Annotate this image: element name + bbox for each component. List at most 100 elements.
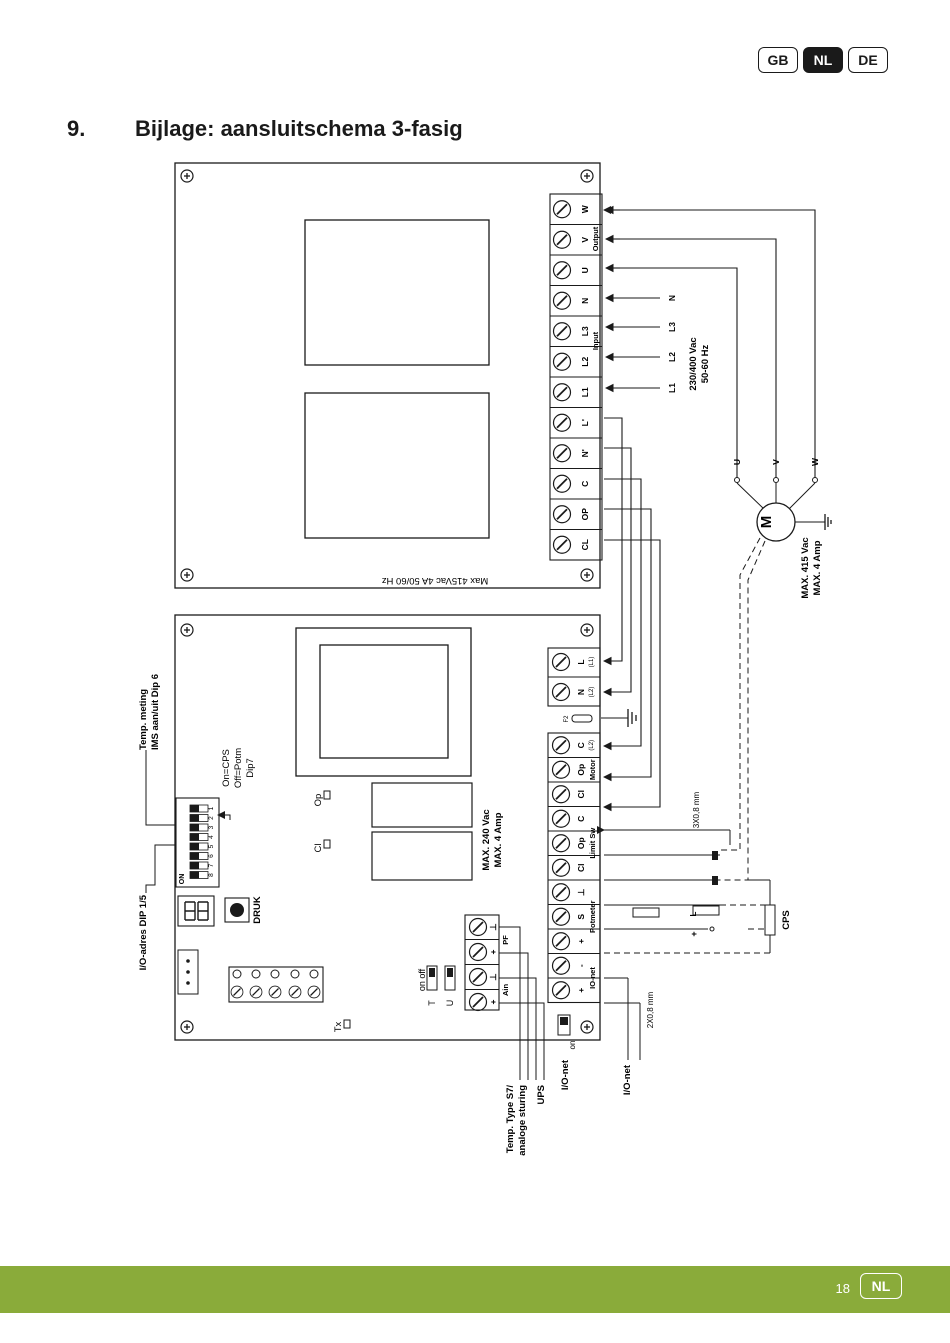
jumper-u: U xyxy=(445,1000,455,1007)
upper-terminal-label-2: U xyxy=(580,267,590,273)
upper-terminal-label-9: C xyxy=(580,481,590,487)
temp-note-2: IMS aan/uit Dip 6 xyxy=(150,674,161,750)
limit-terminal-2 xyxy=(551,858,571,878)
power-terminal-label-1: N xyxy=(576,689,586,695)
upper-terminal-0 xyxy=(552,199,572,219)
pot-terminal-label-2: + xyxy=(576,939,586,944)
limit-group-label: Limit Sw xyxy=(588,828,597,859)
ionet-terminal-label-0: - xyxy=(576,964,586,967)
led-cl-label: Cl xyxy=(313,844,324,853)
motor-group-label: Motor xyxy=(588,759,597,780)
cable-3x-label: 3X0,8 mm xyxy=(692,791,701,828)
led-tx-label: Tx xyxy=(333,1021,344,1032)
led-op-label: Op xyxy=(313,794,324,807)
ain-1-terminal xyxy=(468,992,488,1012)
ionet-group-label: IO-net xyxy=(588,967,597,989)
motor-terminal-2 xyxy=(551,784,571,804)
pot-l-label: L xyxy=(689,911,698,916)
pf-1-terminal xyxy=(468,942,488,962)
dip-number-1: 1 xyxy=(208,806,215,810)
upper-terminal-label-7: L' xyxy=(580,419,590,426)
pf-group-label: PF xyxy=(501,935,510,945)
pot-terminal-1 xyxy=(551,907,571,927)
mains-line-1: L3 xyxy=(667,322,677,332)
cps-component xyxy=(764,904,776,936)
ain-0-terminal-label: ⊥ xyxy=(488,973,498,981)
lang-nl-button[interactable]: NL xyxy=(803,47,843,73)
upper-terminal-6 xyxy=(552,382,572,402)
led-cl-icon xyxy=(323,839,331,849)
pot-terminal-2 xyxy=(551,931,571,951)
motor-terminal-sub-0: (L2) xyxy=(589,740,595,751)
cps-label: CPS xyxy=(781,910,792,930)
motor-terminal-0 xyxy=(551,735,571,755)
ionet-side-label: I/O-net xyxy=(560,1059,571,1090)
power-terminal-sub-0: (L1) xyxy=(589,657,595,668)
upper-terminal-label-8: N' xyxy=(580,449,590,457)
external-wiring: L + CPS I/O-net 2X0,8 mm Temp. Type S7/ … xyxy=(499,826,792,1156)
upper-terminal-label-1: V xyxy=(580,237,590,243)
ain-group-label: Ain xyxy=(501,984,510,997)
pf-1-terminal-label: + xyxy=(488,949,498,954)
temp-type-1: Temp. Type S7/ xyxy=(505,1085,516,1154)
pot-terminal-0 xyxy=(551,882,571,902)
upper-terminal-10 xyxy=(552,504,572,524)
motor-terminal-label-2: Cl xyxy=(576,790,586,799)
ionet-terminal-label-1: + xyxy=(576,988,586,993)
footer-bar: 18 NL xyxy=(0,1266,950,1313)
motor-rating-2: MAX. 4 Amp xyxy=(812,540,823,595)
power-terminal-0 xyxy=(551,652,571,672)
relay-op xyxy=(371,782,473,828)
lower-transformer-inner xyxy=(319,644,449,759)
dip-on-label: ON xyxy=(179,874,186,885)
limit-terminal-label-1: Op xyxy=(576,837,586,849)
upper-terminal-4 xyxy=(552,321,572,341)
upper-terminal-label-6: L1 xyxy=(580,387,590,397)
motor-phase-w: W xyxy=(810,457,820,466)
upper-board-rating: Max 415Vac 4A 50/60 Hz xyxy=(382,575,489,586)
ionet-terminal-0 xyxy=(551,956,571,976)
dip-number-3: 3 xyxy=(208,825,215,829)
motor-terminal-1 xyxy=(551,760,571,780)
upper-terminal-label-3: N xyxy=(580,298,590,304)
lang-gb-button[interactable]: GB xyxy=(758,47,798,73)
limit-terminal-label-2: Cl xyxy=(576,864,586,873)
dip-number-5: 5 xyxy=(208,844,215,848)
upper-terminal-8 xyxy=(552,443,572,463)
limit-terminal-label-0: C xyxy=(576,816,586,822)
fuse-label: F2 xyxy=(564,715,570,723)
push-button[interactable] xyxy=(224,897,250,923)
jumper-block: on off T U xyxy=(417,965,456,1007)
led-op-icon xyxy=(323,790,331,800)
page-number: 18 xyxy=(835,1281,850,1296)
upper-terminal-7 xyxy=(552,413,572,433)
upper-terminal-1 xyxy=(552,230,572,250)
footer-language-badge: NL xyxy=(860,1273,902,1299)
upper-terminal-label-11: CL xyxy=(580,539,590,550)
dip-number-4: 4 xyxy=(208,835,215,839)
dip-number-7: 7 xyxy=(208,863,215,867)
mains-voltage: 230/400 Vac xyxy=(688,337,699,390)
dip-number-8: 8 xyxy=(208,873,215,877)
temp-type-2: analoge sturing xyxy=(517,1085,528,1156)
power-terminal-label-0: L xyxy=(576,659,586,664)
temp-note-1: Temp. meting xyxy=(138,689,149,750)
ionet-ext-label: I/O-net xyxy=(622,1064,633,1095)
motor-terminal-label-1: Op xyxy=(576,764,586,776)
dip7-note-1: On=CPS xyxy=(221,749,232,787)
upper-terminal-label-10: OP xyxy=(580,508,590,521)
relay-rating-1: MAX. 240 Vac xyxy=(481,809,492,870)
address-note: I/O-adres DIP 1/5 xyxy=(138,894,149,970)
pf-0-terminal-label: ⊥ xyxy=(488,923,498,931)
power-terminal-1 xyxy=(551,682,571,702)
output-label: Output xyxy=(591,226,600,251)
lang-de-button[interactable]: DE xyxy=(848,47,888,73)
mains-line-0: N xyxy=(667,295,677,301)
ionet-terminal-1 xyxy=(551,980,571,1000)
